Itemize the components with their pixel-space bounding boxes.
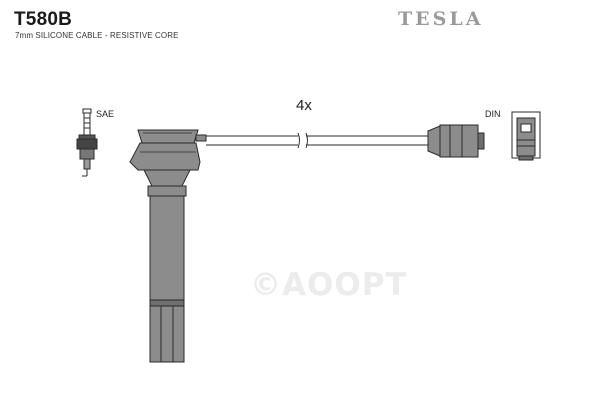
cable-line xyxy=(206,132,428,149)
brand-logo: TESLA xyxy=(398,8,484,30)
spark-plug-icon xyxy=(76,108,98,177)
cable-spec-subtitle: 7mm SILICONE CABLE - RESISTIVE CORE xyxy=(15,31,179,40)
part-number: T580B xyxy=(14,9,73,30)
quantity-label: 4x xyxy=(296,97,312,114)
din-terminal-icon xyxy=(511,111,541,161)
coil-boot-icon xyxy=(129,129,207,363)
watermark: ©AOOPT xyxy=(250,267,408,303)
straight-boot-icon xyxy=(427,124,485,158)
din-label: DIN xyxy=(485,109,501,119)
sae-label: SAE xyxy=(96,109,115,119)
